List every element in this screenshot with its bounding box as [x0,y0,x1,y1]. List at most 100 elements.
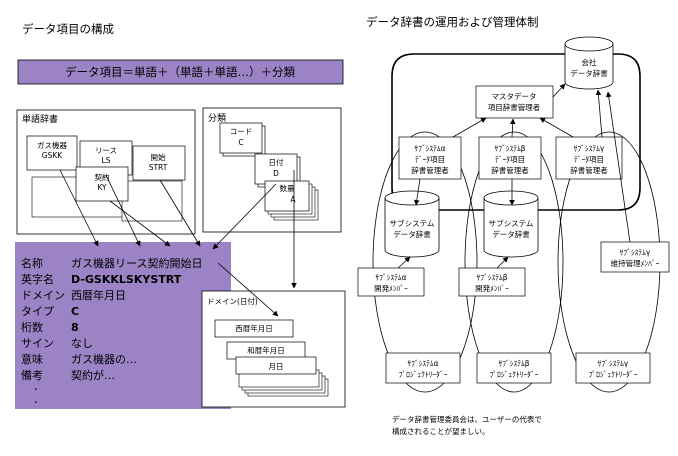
company-dictionary: 会社 データ辞書 [564,36,614,90]
item-value: 8 [71,321,79,334]
word-card-label: 開始 [151,152,166,162]
alpha-sub-dictionary: サブシステム データ辞書 [384,190,440,258]
arrow-gamma-to-master [539,117,574,138]
beta-leader-box [476,352,552,384]
domain-card [214,319,294,338]
word-card-code: LS [102,156,111,165]
domain-card [235,356,317,375]
alpha-dev-member-box [357,267,425,297]
note-line: 構成されることが望ましい。 [392,426,490,436]
item-value: D-GSKKLSKYSTRT [71,273,182,286]
arrow-gskk [59,169,99,247]
dev-member-label: 開発ﾒﾝﾊﾞｰ [475,284,509,293]
ellipsis-dot: ・ [32,398,40,407]
beta-admin-box [478,136,542,180]
data-item-panel [15,242,231,409]
word-dictionary-title: 単語辞書 [22,113,58,125]
maint-member-label: 維持管理ﾒﾝﾊﾞｰ [611,258,660,268]
beta-dev-member-box [458,267,526,297]
company-dict-label: データ辞書 [570,68,608,78]
arrow-alpha-admin-to-dict [413,178,421,206]
arrow-alpha-to-master [452,117,487,138]
arrow-gamma-admin-to-company [595,89,603,138]
item-key: 桁数 [21,320,43,334]
ellipsis-dot: ・ [32,385,40,394]
data-item-rows: 名称 ガス機器リース契約開始日 英字名 D-GSKKLSKYSTRT ドメイン … [21,256,202,407]
maint-member-label: ｻﾌﾞｼｽﾃﾑγ [620,248,651,257]
word-card-code: STRT [149,163,168,172]
sub-dict-label: サブシステム [390,218,435,228]
arrow-date [212,183,277,250]
class-card-code [219,122,263,154]
word-card-code: GSKK [42,151,63,160]
leader-label: ｻﾌﾞｼｽﾃﾑα [407,359,438,368]
subsystem-alpha-ellipse [372,131,478,393]
item-key: 備考 [21,369,43,382]
alpha-leader-box [385,352,461,384]
item-key: ドメイン [21,289,65,302]
class-card-label: コード [230,127,253,136]
class-card-value: C [238,138,243,147]
arrow-ky [109,200,171,247]
left-title: データ項目の構成 [22,22,114,36]
dev-member-label: ｻﾌﾞｼｽﾃﾑα [375,273,406,282]
arrow-master-to-company [552,83,566,98]
item-value: 西暦年月日 [71,288,126,302]
item-value: ガス機器の… [71,352,137,366]
company-dict-label: 会社 [582,57,597,67]
formula-bar [17,59,344,85]
admin-label: ｻﾌﾞｼｽﾃﾑα [414,144,445,153]
word-card-label: リース [95,146,117,155]
right-title: データ辞書の運用および管理体制 [366,15,539,29]
domain-box-title: ドメイン(日付) [207,296,258,306]
item-value: 契約が… [71,368,115,382]
admin-label: ｻﾌﾞｼｽﾃﾑβ [494,144,525,153]
word-card-ky [75,166,129,202]
leader-label: ｻﾌﾞｼｽﾃﾑβ [498,359,529,368]
word-card-strt [132,145,186,181]
dev-member-label: 開発ﾒﾝﾊﾞｰ [374,284,408,293]
arrow-domain-card [217,262,279,317]
leader-label: ﾌﾟﾛｼﾞｪｸﾄﾘｰﾀﾞｰ [399,370,448,379]
leader-label: ｻﾌﾞｼｽﾃﾑγ [598,359,629,368]
domain-card-label: 和暦年月日 [247,345,285,355]
class-card-label: 数量 [280,183,295,193]
admin-label: ﾃﾞｰﾀ項目 [574,155,604,164]
item-key: サイン [21,337,54,350]
word-card-shadow [121,180,183,222]
admin-label: 辞書管理者 [491,165,529,175]
arrow-maint-to-company [605,91,631,243]
gamma-leader-box [575,352,651,384]
beta-sub-dictionary: サブシステム データ辞書 [483,190,539,258]
alpha-admin-box [398,136,462,180]
word-card-label: ガス機器 [37,140,67,150]
sub-dict-label: サブシステム [489,218,534,228]
arrow-beta-dev-to-dict [496,256,509,269]
master-admin-label: マスタデータ [492,91,537,101]
item-key: 意味 [21,352,43,366]
item-key: 名称 [21,256,43,270]
arrow-strt [159,179,201,247]
leader-label: ﾌﾟﾛｼﾞｪｸﾄﾘｰﾀﾞｰ [490,370,539,379]
admin-label: 辞書管理者 [570,165,608,175]
master-admin-label: 項目辞書管理者 [488,102,541,112]
dev-member-label: ｻﾌﾞｼｽﾃﾑβ [476,273,507,282]
formula-text: データ項目＝単語＋（単語＋単語…）＋分類 [65,65,295,79]
classification-title: 分類 [208,113,226,124]
item-key: タイプ [21,305,54,318]
subsystem-beta-ellipse [464,131,564,393]
admin-label: 辞書管理者 [411,165,449,175]
class-card-date [254,153,298,185]
leader-label: ﾌﾟﾛｼﾞｪｸﾄﾘｰﾀﾞｰ [589,370,638,379]
sub-dict-label: データ辞書 [393,229,431,239]
item-value: C [71,305,79,318]
item-value: ガス機器リース契約開始日 [71,256,202,270]
master-admin-box [475,85,554,119]
class-card-value: A [290,195,296,204]
arrow-alpha-dev-to-dict [397,256,411,269]
item-value: なし [71,337,93,350]
domain-card-label: 西暦年月日 [235,323,273,333]
item-key: 英字名 [21,272,54,286]
